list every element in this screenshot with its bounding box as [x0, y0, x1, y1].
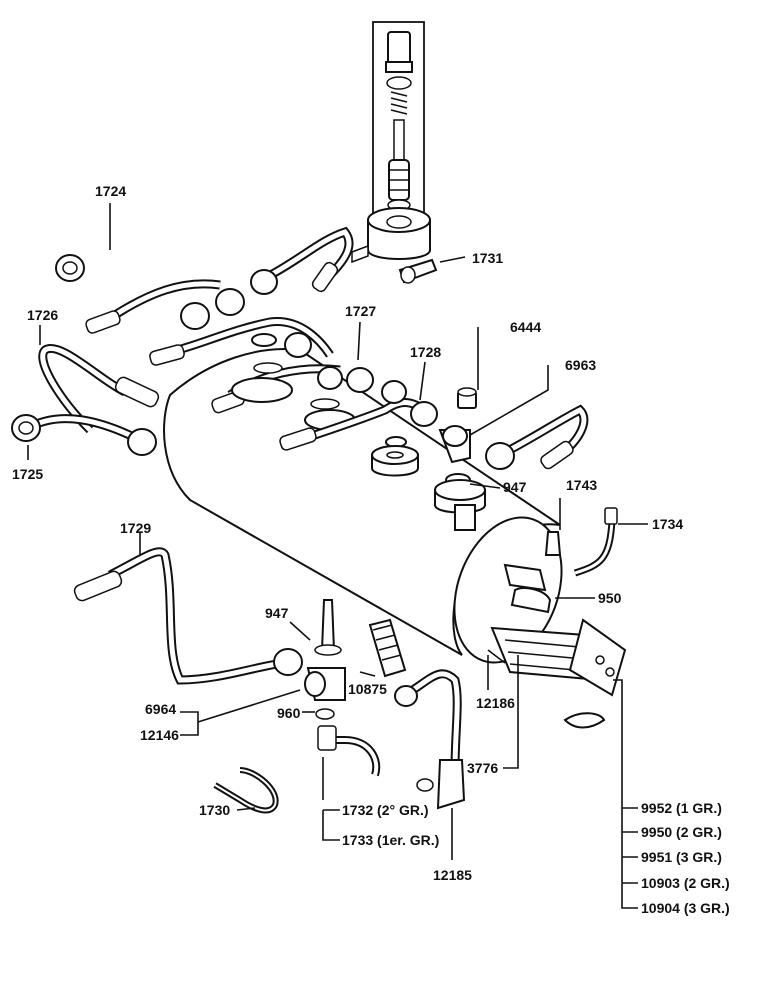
label-1727: 1727: [345, 303, 376, 319]
label-6964: 6964: [145, 701, 176, 717]
label-1729: 1729: [120, 520, 151, 536]
label-947-top: 947: [503, 479, 527, 495]
label-1728: 1728: [410, 344, 441, 360]
pipe-1726: [38, 343, 160, 434]
label-6963: 6963: [565, 357, 596, 373]
u-tube-1732: [317, 725, 381, 800]
pipe-6963: [485, 404, 589, 470]
fitting-1743: [544, 531, 562, 556]
heating-element-3776: [490, 618, 627, 729]
pipe-upper-right: [250, 226, 354, 295]
pipe-1725: [11, 414, 157, 456]
label-1730: 1730: [199, 802, 230, 818]
label-3776: 3776: [467, 760, 498, 776]
label-947-bottom: 947: [265, 605, 289, 621]
plug-6444: [457, 387, 477, 409]
label-12146: 12146: [140, 727, 179, 743]
label-10903: 10903 (2 GR.): [641, 875, 730, 891]
elbow-fitting: [438, 425, 471, 464]
label-1731: 1731: [472, 250, 503, 266]
tube-1734: [573, 507, 618, 577]
pipe-1729: [73, 547, 303, 685]
label-1734: 1734: [652, 516, 683, 532]
tap-assembly-960: [304, 599, 346, 720]
label-1724: 1724: [95, 183, 126, 199]
pipe-1728: [279, 380, 438, 451]
label-1733: 1733 (1er. GR.): [342, 832, 439, 848]
washer-group-947: [371, 436, 486, 531]
label-960: 960: [277, 705, 301, 721]
connector-10875: [368, 618, 407, 678]
tube-12186: [487, 649, 506, 664]
label-1725: 1725: [12, 466, 43, 482]
fitting-950: [503, 563, 552, 614]
label-12186: 12186: [476, 695, 515, 711]
pipe-12185: [394, 669, 466, 810]
part-labels: 1724 1726 1725 1727 1728 1731 6444 6963 …: [12, 183, 730, 916]
pipe-ribbed-upper: [85, 279, 221, 334]
label-1743: 1743: [566, 477, 597, 493]
valve-body-cylinder: [351, 207, 431, 264]
label-10875: 10875: [348, 681, 387, 697]
label-10904: 10904 (3 GR.): [641, 900, 730, 916]
label-12185: 12185: [433, 867, 472, 883]
leader-lines: [27, 203, 648, 909]
label-9950: 9950 (2 GR.): [641, 824, 722, 840]
label-950: 950: [598, 590, 622, 606]
tank-flange-group: [231, 333, 356, 431]
label-1726: 1726: [27, 307, 58, 323]
pipe-1724: [55, 248, 245, 330]
safety-valve-assembly: [372, 21, 425, 223]
label-9951: 9951 (3 GR.): [641, 849, 722, 865]
boiler-tank: [163, 348, 563, 664]
label-9952: 9952 (1 GR.): [641, 800, 722, 816]
label-1732: 1732 (2° GR.): [342, 802, 429, 818]
fitting-1731: [398, 258, 438, 284]
label-6444: 6444: [510, 319, 541, 335]
hairpin-1730: [213, 767, 279, 814]
